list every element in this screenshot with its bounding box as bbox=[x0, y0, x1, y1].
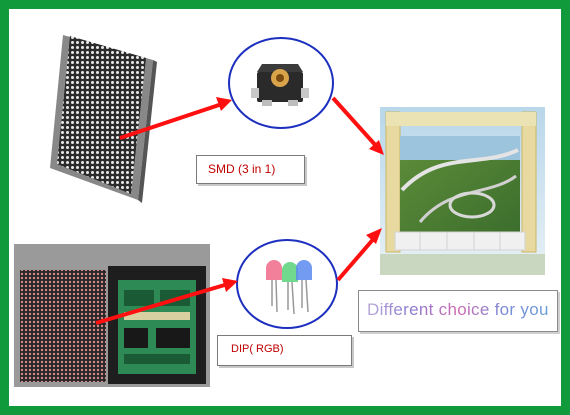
tagline-box: Different choice for you bbox=[358, 290, 558, 332]
dip-label: DIP( RGB) bbox=[231, 343, 284, 355]
dip-label-box bbox=[217, 335, 352, 366]
smd-label: SMD (3 in 1) bbox=[208, 162, 276, 176]
arrow-panel-to-smd bbox=[119, 97, 232, 140]
led-module-board-icon bbox=[14, 244, 210, 387]
arrow-board-to-dip bbox=[95, 278, 238, 325]
smd-led-chip-icon bbox=[228, 37, 334, 129]
arrow-dip-to-billboard bbox=[336, 228, 382, 282]
led-module-panel-icon bbox=[50, 35, 157, 203]
outdoor-led-billboard-icon bbox=[380, 107, 545, 275]
smd-label-box bbox=[196, 155, 305, 184]
tagline-text: Different choice for you bbox=[367, 300, 549, 319]
dip-led-icon bbox=[236, 239, 338, 329]
arrow-smd-to-billboard bbox=[331, 96, 384, 155]
